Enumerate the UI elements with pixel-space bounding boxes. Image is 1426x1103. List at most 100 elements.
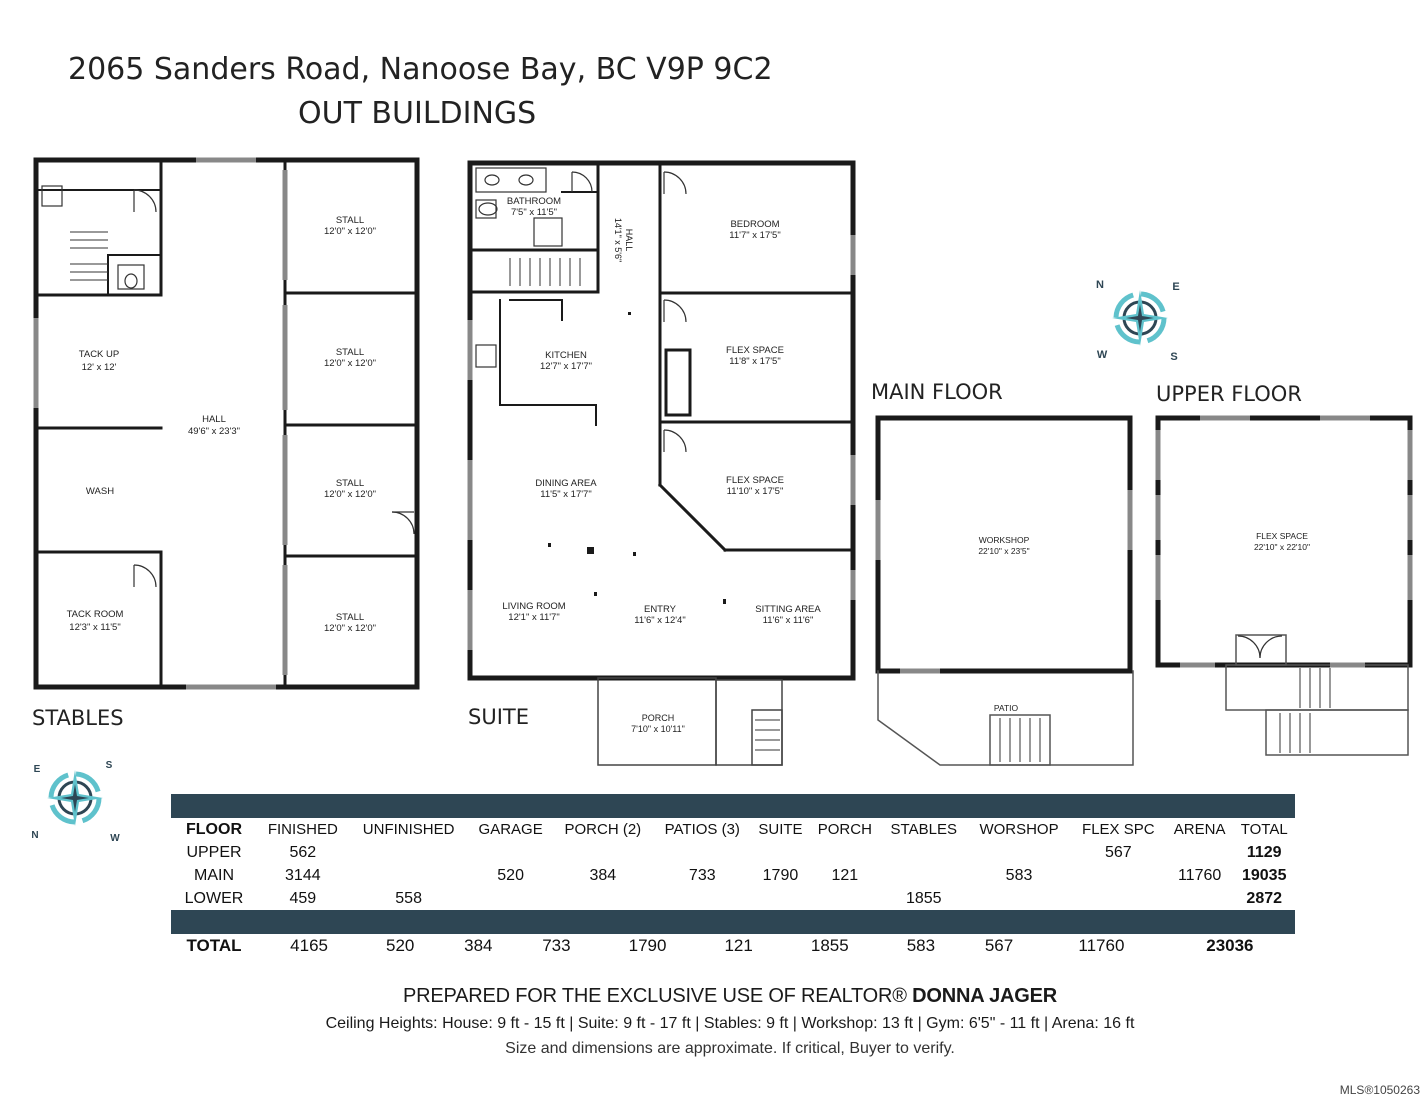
room-dim: 11'6" x 11'6" bbox=[763, 615, 814, 626]
table-header: PORCH (2) bbox=[564, 821, 642, 838]
table-cell bbox=[469, 887, 553, 910]
table-cell bbox=[809, 887, 880, 910]
table-cell bbox=[469, 841, 553, 864]
table-header: PORCH bbox=[817, 821, 872, 838]
table-cell: 1855 bbox=[905, 889, 942, 907]
room-name: HALL bbox=[624, 229, 634, 252]
table-cell bbox=[809, 841, 880, 864]
table-cell bbox=[967, 887, 1071, 910]
table-cell: 733 bbox=[688, 866, 716, 884]
room-name: FLEX SPACE bbox=[726, 345, 784, 356]
total-cell: 733 bbox=[542, 936, 571, 955]
table-header-row: FLOOR FINISHED UNFINISHED GARAGE PORCH (… bbox=[171, 818, 1295, 841]
room-dim: 12'0" x 12'0" bbox=[324, 358, 376, 369]
table-cell: 583 bbox=[1005, 866, 1033, 884]
compass-n: N bbox=[31, 830, 38, 841]
total-cell: 567 bbox=[984, 936, 1014, 955]
prepared-prefix: PREPARED FOR THE EXCLUSIVE USE OF REALTO… bbox=[402, 985, 907, 1007]
address-title: 2065 Sanders Road, Nanoose Bay, BC V9P 9… bbox=[68, 52, 773, 87]
disclaimer: Size and dimensions are approximate. If … bbox=[505, 1040, 955, 1057]
table-cell-total: 19035 bbox=[1241, 866, 1287, 884]
room-name: HALL bbox=[202, 414, 226, 425]
table-cell: 3144 bbox=[285, 866, 321, 884]
table-header: FLEX SPC bbox=[1082, 821, 1155, 838]
table-cell bbox=[1166, 841, 1234, 864]
total-cell: 1790 bbox=[628, 936, 667, 955]
table-cell bbox=[653, 841, 752, 864]
room-dim: 22'10" x 22'10" bbox=[1254, 542, 1310, 552]
room-dim: 12'0" x 12'0" bbox=[324, 489, 376, 500]
table-cell bbox=[653, 887, 752, 910]
table-row: LOWER 459 558 1855 2872 bbox=[171, 887, 1295, 910]
room-name: BEDROOM bbox=[730, 219, 779, 230]
section-upper-floor: UPPER FLOOR bbox=[1156, 382, 1302, 406]
table-cell bbox=[553, 841, 653, 864]
totals-table: TOTAL 4165 520 384 733 1790 121 1855 583… bbox=[171, 936, 1295, 956]
table-cell: 459 bbox=[289, 889, 317, 907]
table-cell: MAIN bbox=[194, 866, 234, 884]
room-name: SITTING AREA bbox=[755, 604, 821, 615]
compass-icon: N E S W bbox=[31, 760, 120, 844]
room-name: FLEX SPACE bbox=[726, 475, 784, 486]
compass-s: S bbox=[106, 760, 113, 771]
room-name: STALL bbox=[336, 215, 364, 226]
table-row: UPPER 562 567 1129 bbox=[171, 841, 1295, 864]
table-cell: 567 bbox=[1104, 843, 1132, 861]
table-cell bbox=[1071, 864, 1166, 887]
section-suite: SUITE bbox=[468, 705, 529, 729]
room-dim: 11'8" x 17'5" bbox=[729, 356, 780, 367]
table-row: MAIN 3144 520 384 733 1790 121 583 11760… bbox=[171, 864, 1295, 887]
room-name: TACK ROOM bbox=[67, 609, 124, 620]
table-cell: UPPER bbox=[186, 843, 242, 861]
table-cell bbox=[553, 887, 653, 910]
areas-table: FLOOR FINISHED UNFINISHED GARAGE PORCH (… bbox=[171, 818, 1295, 910]
total-cell: 11760 bbox=[1078, 936, 1125, 955]
section-stables: STABLES bbox=[32, 706, 124, 730]
table-cell: 121 bbox=[831, 866, 859, 884]
table-header: PATIOS (3) bbox=[664, 821, 740, 838]
compass-n: N bbox=[1096, 279, 1104, 291]
total-label: TOTAL bbox=[186, 936, 242, 955]
table-header: ARENA bbox=[1173, 821, 1226, 838]
compass-w: W bbox=[1097, 349, 1108, 361]
room-name: STALL bbox=[336, 347, 364, 358]
total-cell: 4165 bbox=[290, 936, 328, 955]
compass-w: W bbox=[110, 833, 120, 844]
table-header: FLOOR bbox=[186, 820, 242, 838]
table-cell: LOWER bbox=[184, 889, 244, 907]
table-cell bbox=[1071, 887, 1166, 910]
section-main-floor: MAIN FLOOR bbox=[871, 380, 1003, 404]
table-cell: 558 bbox=[395, 889, 422, 907]
table-cell: 384 bbox=[589, 866, 617, 884]
grand-total: 23036 bbox=[1206, 936, 1254, 955]
room-dim: 7'10" x 10'11" bbox=[631, 724, 685, 734]
table-cell bbox=[349, 864, 469, 887]
total-row: TOTAL 4165 520 384 733 1790 121 1855 583… bbox=[171, 936, 1295, 956]
room-name: STALL bbox=[336, 612, 364, 623]
table-header: UNFINISHED bbox=[362, 821, 455, 838]
room-name: PATIO bbox=[994, 703, 1019, 713]
room-name: TACK UP bbox=[79, 349, 119, 360]
table-header: WORSHOP bbox=[979, 821, 1059, 838]
room-name: WORKSHOP bbox=[979, 535, 1030, 545]
compass-e: E bbox=[34, 764, 41, 775]
table-cell bbox=[880, 841, 967, 864]
table-band-middle bbox=[171, 910, 1295, 934]
room-dim: 12'7" x 17'7" bbox=[540, 361, 592, 372]
table-header: FINISHED bbox=[267, 821, 338, 838]
table-cell-total: 2872 bbox=[1246, 889, 1283, 907]
room-dim: 49'6" x 23'3" bbox=[188, 426, 240, 437]
compass-e: E bbox=[1172, 281, 1179, 293]
room-dim: 11'5" x 17'7" bbox=[540, 489, 591, 500]
table-cell: 1790 bbox=[762, 866, 799, 884]
total-cell: 121 bbox=[724, 936, 753, 955]
prepared-line: PREPARED FOR THE EXCLUSIVE USE OF REALTO… bbox=[0, 985, 1426, 1008]
floor-plans: TACK UP 12' x 12' WASH TACK ROOM 12'3" x… bbox=[33, 157, 1413, 766]
room-dim: 11'10" x 17'5" bbox=[727, 486, 784, 497]
subtitle: OUT BUILDINGS bbox=[298, 96, 537, 131]
table-cell bbox=[752, 887, 810, 910]
compass-s: S bbox=[1170, 351, 1177, 363]
table-band-top bbox=[171, 794, 1295, 818]
realtor-name: DONNA JAGER bbox=[912, 985, 1058, 1007]
room-dim: 7'5" x 11'5" bbox=[511, 207, 557, 218]
